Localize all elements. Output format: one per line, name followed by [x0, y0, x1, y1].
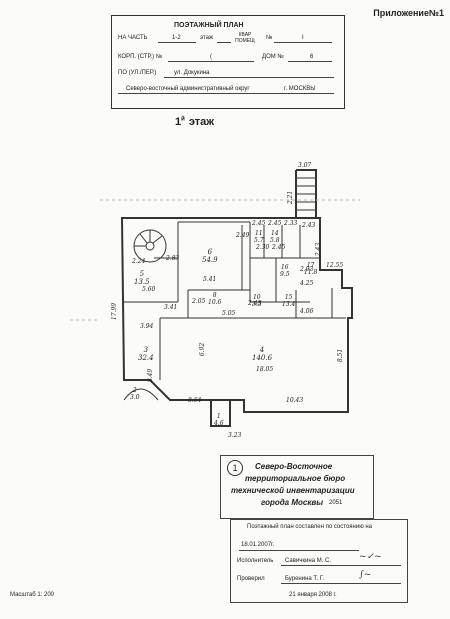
dim-label: 4.06: [300, 308, 314, 315]
bti-stamp: 1 Северо-Восточное территориальное бюро …: [220, 455, 374, 519]
header-box: ПОЭТАЖНЫЙ ПЛАН НА ЧАСТЬ 1-2 этаж КВАР ПО…: [111, 15, 345, 109]
dim-label: 2.30: [256, 244, 270, 251]
checker-name: Буренина Т. Г.: [285, 576, 324, 582]
dim-label: 12.55: [326, 262, 344, 269]
city-value: г. МОСКВЫ: [284, 86, 316, 92]
num-value: I: [302, 35, 304, 41]
dim-label: 2.43: [302, 222, 316, 229]
dim-label: 2.49: [236, 232, 250, 239]
dim-label: 5.05: [222, 310, 236, 317]
dim-label: 2.33: [284, 220, 298, 227]
district-value: Северо-восточный административный округ: [126, 86, 250, 92]
street-label: ПО (УЛ./ПЕР.): [118, 70, 157, 76]
scale-label: Масштаб 1: 200: [10, 592, 55, 598]
dim-label: 8.64: [188, 397, 202, 404]
apt-label: КВАР ПОМЕЩ: [235, 32, 255, 44]
dim-label: 18.05: [256, 366, 274, 373]
dim-label: 2.05: [192, 298, 206, 305]
dim-label: 5.41: [203, 276, 217, 283]
stamp-line: территориальное бюро: [245, 474, 346, 483]
dim-label: 2.45: [252, 220, 266, 227]
house-label: ДОМ №: [262, 54, 284, 60]
plan-title: ПОЭТАЖНЫЙ ПЛАН: [174, 22, 244, 29]
floor-suffix: й: [181, 116, 185, 123]
building-label: КОРП. (СТР.) №: [118, 54, 163, 60]
dim-label: 4.25: [300, 280, 314, 287]
stamp-line: технической инвентаризации: [231, 486, 355, 495]
dim-label: 8.51: [337, 348, 345, 363]
dim-label: 3.41: [164, 304, 178, 311]
dim-label: 10.43: [286, 397, 304, 404]
dim-label: 2.45: [268, 220, 282, 227]
cert-line: Поэтажный план составлен по состоянию на: [247, 524, 373, 530]
stamp-line: Северо-Восточное: [255, 462, 333, 471]
dim-label: 3.23: [228, 432, 242, 439]
dim-label: 2.45: [248, 300, 262, 307]
dim-label: 2.93: [300, 266, 314, 273]
stamp-number: 1: [227, 460, 243, 476]
dim-label: 2.83: [166, 255, 180, 262]
floor-word: этаж: [188, 116, 215, 128]
cert-date: 18.01.2007г.: [241, 542, 275, 548]
floor-label: этаж: [200, 35, 213, 41]
part-value: 1-2: [172, 35, 181, 41]
checker-signature: ∫~: [359, 570, 372, 580]
dim-label: 3.94: [140, 323, 154, 330]
executor-label: Исполнитель: [237, 558, 274, 564]
num-label: №: [266, 35, 273, 41]
dim-label: 8.49: [147, 368, 155, 383]
building-value: (: [210, 54, 212, 60]
floor-number: 1: [175, 116, 182, 128]
dim-label: 6.92: [199, 342, 207, 357]
appendix-label: Приложение№1: [373, 8, 444, 18]
house-value: 6: [310, 54, 314, 60]
dim-label: 2.43: [315, 242, 323, 257]
dim-label: 2.45: [272, 244, 286, 251]
stamp-line: города Москвы: [261, 498, 324, 507]
dim-label: 5.60: [142, 286, 156, 293]
executor-signature: ~✓~: [359, 552, 382, 562]
dim-label: 3.07: [298, 162, 312, 169]
sign-date: 21 января 2008 г.: [289, 592, 337, 598]
stamp-code: 2051: [329, 500, 343, 506]
dim-label: 2.24: [132, 258, 146, 265]
dim-label: 2.21: [287, 190, 295, 205]
executor-name: Савичкина М. С.: [285, 558, 332, 564]
dim-label: 17.99: [111, 302, 119, 321]
street-value: ул. Докукина: [174, 70, 210, 76]
part-label: НА ЧАСТЬ: [118, 35, 148, 41]
certification-box: Поэтажный план составлен по состоянию на…: [230, 519, 408, 603]
checker-label: Проверил: [237, 576, 265, 582]
